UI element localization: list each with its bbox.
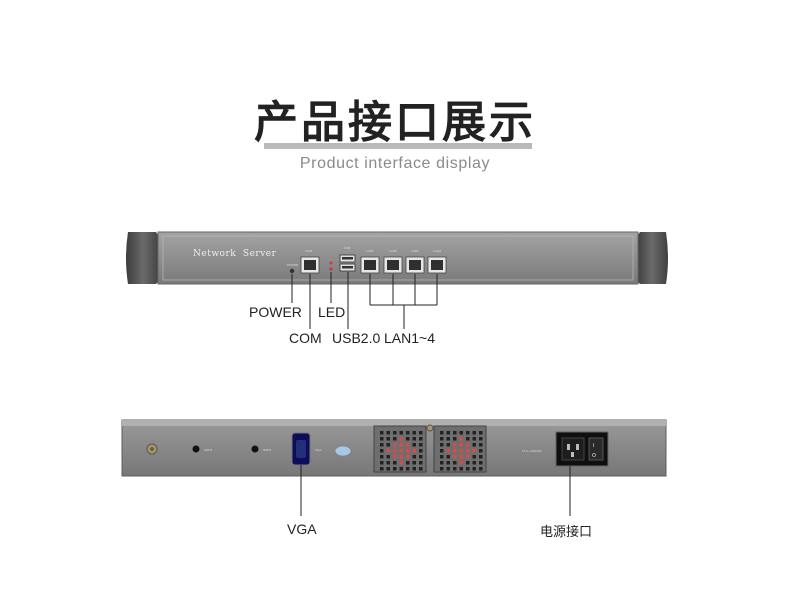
svg-text:VGA: VGA — [315, 448, 322, 452]
callout-lan: LAN1~4 — [384, 330, 435, 346]
svg-text:COM: COM — [305, 249, 312, 253]
callout-com: COM — [289, 330, 322, 346]
svg-text:I: I — [593, 443, 594, 449]
rear-callout-lines — [300, 465, 571, 516]
front-panel: POWER COM USB LAN1 LAN2 LAN3 LAN4 — [126, 231, 668, 285]
svg-text:110~240VAC: 110~240VAC — [522, 449, 542, 453]
label-sticker-icon — [334, 445, 352, 457]
page-title: 产品接口展示 — [254, 97, 536, 148]
svg-text:WIFI2: WIFI2 — [263, 448, 271, 452]
power-inlet-icon: I O — [555, 431, 609, 467]
title-underline — [264, 143, 532, 149]
svg-text:POWER: POWER — [287, 263, 298, 267]
svg-text:WIFI1: WIFI1 — [204, 448, 212, 452]
callout-usb: USB2.0 — [332, 330, 381, 346]
right-rack-ear — [636, 232, 668, 284]
front-callout-lines — [291, 272, 438, 329]
power-button-icon — [289, 268, 295, 274]
svg-text:LAN4: LAN4 — [433, 249, 441, 253]
svg-text:LAN3: LAN3 — [411, 249, 419, 253]
callout-power-inlet: 电源接口 — [540, 525, 593, 540]
left-rack-ear — [126, 232, 160, 284]
front-brand-text: Network Server — [193, 249, 277, 259]
wifi-antenna-hole-icon — [192, 445, 200, 453]
svg-text:USB: USB — [344, 246, 350, 250]
lan-port-icon — [360, 256, 447, 274]
svg-text:LAN2: LAN2 — [389, 249, 397, 253]
svg-text:O: O — [592, 453, 596, 459]
rear-panel: WIFI1 WIFI2 VGA 110~240VAC I O — [121, 419, 667, 477]
led-icon — [329, 261, 333, 265]
svg-text:LAN1: LAN1 — [366, 249, 374, 253]
callout-power: POWER — [249, 304, 302, 320]
callout-led: LED — [318, 304, 346, 320]
page-subtitle: Product interface display — [299, 155, 491, 172]
callout-vga: VGA — [287, 521, 317, 537]
